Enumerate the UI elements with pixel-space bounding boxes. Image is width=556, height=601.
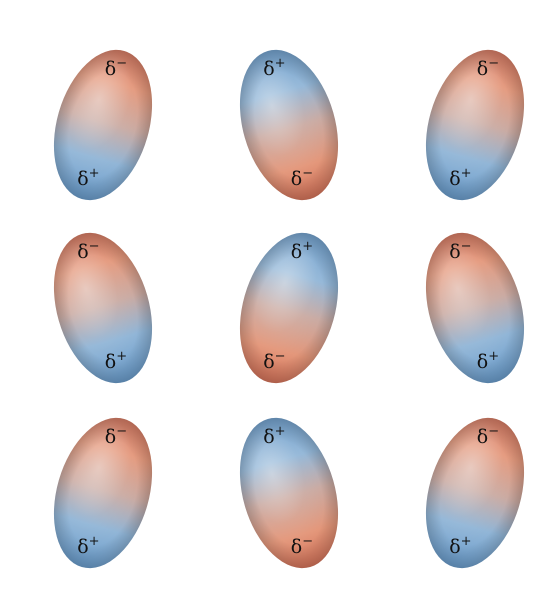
dipole-ellipse-group (239, 49, 339, 201)
dipole-ellipse-group (239, 232, 339, 384)
partial-positive-label: δ+ (291, 239, 313, 263)
dipoles-layer: δ−δ+δ+δ−δ−δ+δ−δ+δ+δ−δ−δ+δ−δ+δ+δ−δ−δ+ (53, 49, 525, 569)
partial-negative-label-sign: − (488, 56, 499, 71)
partial-negative-label-delta: δ (291, 168, 302, 190)
partial-positive-label-sign: + (89, 534, 100, 549)
dipole-ellipse-group (53, 417, 153, 569)
dipole-molecule: δ−δ+ (425, 232, 525, 384)
partial-negative-label: δ− (105, 56, 127, 80)
partial-negative-label-sign: − (461, 239, 472, 254)
partial-negative-label-sign: − (488, 424, 499, 439)
partial-positive-label: δ+ (449, 166, 471, 190)
dipole-edge-shade (425, 417, 525, 569)
partial-negative-label-sign: − (302, 166, 313, 181)
dipole-ellipse-group (53, 232, 153, 384)
partial-negative-label: δ− (105, 424, 127, 448)
dipole-edge-shade (53, 49, 153, 201)
partial-negative-label-delta: δ (477, 426, 488, 448)
partial-positive-label: δ+ (77, 534, 99, 558)
partial-negative-label: δ− (77, 239, 99, 263)
partial-negative-label-sign: − (116, 56, 127, 71)
partial-negative-label-sign: − (89, 239, 100, 254)
partial-negative-label-delta: δ (263, 351, 274, 373)
partial-positive-label-sign: + (275, 56, 286, 71)
partial-positive-label-sign: + (302, 239, 313, 254)
partial-positive-label: δ+ (77, 166, 99, 190)
dipole-edge-shade (425, 49, 525, 201)
partial-positive-label: δ+ (263, 56, 285, 80)
dipole-molecule: δ−δ+ (53, 232, 153, 384)
partial-positive-label-delta: δ (77, 536, 88, 558)
partial-positive-label-delta: δ (449, 168, 460, 190)
dipole-edge-shade (239, 232, 339, 384)
partial-negative-label: δ− (477, 56, 499, 80)
partial-positive-label-sign: + (488, 349, 499, 364)
dipole-edge-shade (53, 232, 153, 384)
partial-negative-label-delta: δ (477, 58, 488, 80)
partial-positive-label-sign: + (275, 424, 286, 439)
partial-negative-label: δ− (449, 239, 471, 263)
partial-positive-label-delta: δ (477, 351, 488, 373)
partial-negative-label-delta: δ (105, 426, 116, 448)
partial-positive-label: δ+ (477, 349, 499, 373)
dipole-molecule: δ−δ+ (425, 417, 525, 569)
partial-positive-label-sign: + (116, 349, 127, 364)
partial-negative-label-sign: − (275, 349, 286, 364)
partial-positive-label: δ+ (449, 534, 471, 558)
partial-negative-label-sign: − (116, 424, 127, 439)
partial-positive-label-delta: δ (449, 536, 460, 558)
partial-positive-label-sign: + (89, 166, 100, 181)
dipole-molecule: δ−δ+ (425, 49, 525, 201)
partial-negative-label: δ− (477, 424, 499, 448)
partial-positive-label-delta: δ (263, 58, 274, 80)
partial-positive-label-sign: + (461, 534, 472, 549)
partial-negative-label-delta: δ (291, 536, 302, 558)
dipole-ellipse-group (239, 417, 339, 569)
dipole-edge-shade (239, 417, 339, 569)
dipole-molecule: δ+δ− (239, 49, 339, 201)
partial-negative-label: δ− (291, 534, 313, 558)
partial-positive-label-delta: δ (263, 426, 274, 448)
dipole-molecule: δ+δ− (239, 232, 339, 384)
partial-positive-label: δ+ (263, 424, 285, 448)
dipole-molecule: δ−δ+ (53, 417, 153, 569)
dipole-molecule: δ−δ+ (53, 49, 153, 201)
dipole-ellipse-group (425, 232, 525, 384)
partial-positive-label-delta: δ (105, 351, 116, 373)
dipole-molecule: δ+δ− (239, 417, 339, 569)
partial-positive-label-delta: δ (77, 168, 88, 190)
dipole-edge-shade (239, 49, 339, 201)
partial-negative-label-sign: − (302, 534, 313, 549)
dipole-ellipse-group (53, 49, 153, 201)
partial-negative-label-delta: δ (77, 241, 88, 263)
partial-negative-label-delta: δ (449, 241, 460, 263)
dipole-edge-shade (425, 232, 525, 384)
partial-negative-label: δ− (291, 166, 313, 190)
dipole-ellipse-group (425, 49, 525, 201)
dipole-ellipse-group (425, 417, 525, 569)
partial-positive-label: δ+ (105, 349, 127, 373)
partial-negative-label-delta: δ (105, 58, 116, 80)
dipole-edge-shade (53, 417, 153, 569)
partial-positive-label-sign: + (461, 166, 472, 181)
partial-negative-label: δ− (263, 349, 285, 373)
partial-positive-label-delta: δ (291, 241, 302, 263)
